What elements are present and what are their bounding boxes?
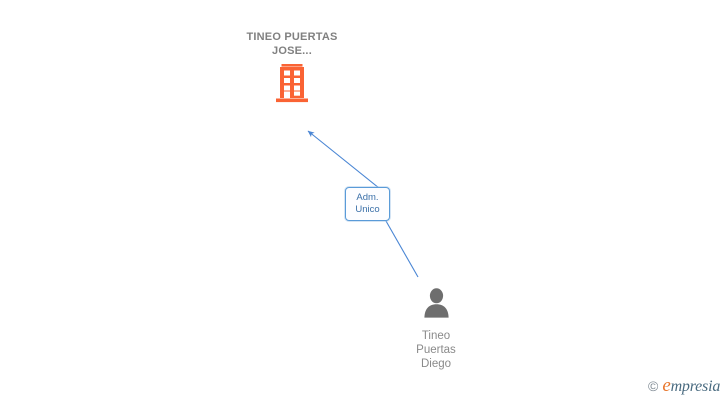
building-icon[interactable] [273, 64, 311, 104]
person-icon-wrap [370, 288, 502, 319]
company-icon-wrap [226, 64, 358, 108]
watermark: © empresia [648, 376, 720, 395]
edge-relation-to-company [307, 130, 385, 193]
person-node[interactable]: Tineo Puertas Diego [370, 288, 502, 371]
relation-box-adm-unico[interactable]: Adm. Unico [345, 187, 390, 221]
brand-initial: e [662, 375, 671, 396]
person-name-label: Tineo Puertas Diego [416, 330, 456, 370]
edge-person-to-relation [385, 220, 419, 278]
company-node[interactable]: TINEO PUERTAS JOSE... [226, 30, 358, 108]
relation-label: Adm. Unico [355, 192, 380, 215]
person-icon[interactable] [422, 288, 451, 318]
company-name-label: TINEO PUERTAS JOSE... [246, 31, 338, 57]
brand-rest: mpresia [670, 378, 721, 395]
brand-logo: empresia [662, 376, 720, 395]
copyright-icon: © [648, 377, 659, 394]
